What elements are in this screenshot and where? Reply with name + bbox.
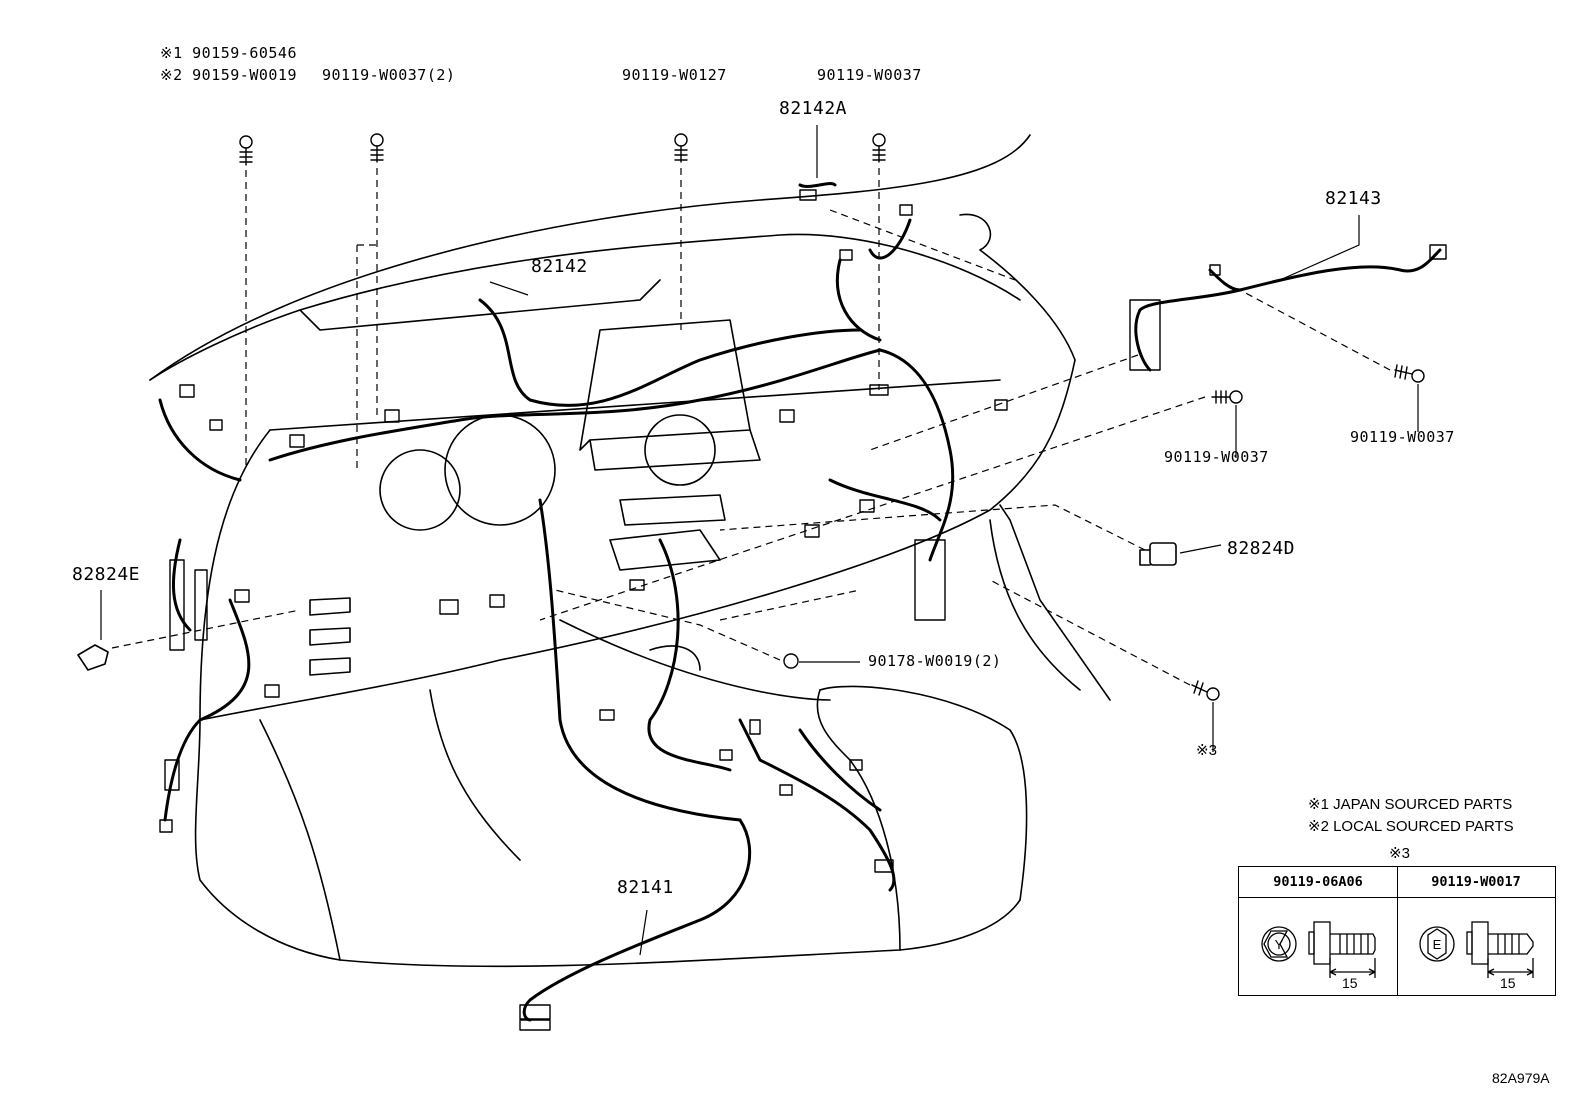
speedometer-outline (444, 414, 556, 526)
label-82142: 82142 (531, 256, 588, 277)
part-82824E-shape (77, 644, 109, 671)
label-82141: 82141 (617, 877, 674, 898)
label-90119-W0037-right1: 90119-W0037 (1164, 448, 1269, 466)
bolt-e-icon: E (1419, 921, 1534, 978)
label-90119-W0037-right2: 90119-W0037 (1350, 428, 1455, 446)
bolt-e-mark: E (1433, 937, 1442, 952)
label-82142A: 82142A (779, 98, 848, 119)
label-82824E: 82824E (72, 564, 141, 585)
bolt-legend-table: 90119-06A06 Y 15 90119-W0017 (1238, 866, 1556, 996)
legend-dim-1: 15 (1342, 975, 1358, 991)
dashboard-outline (149, 134, 1031, 381)
bolt-90119-W0037-top (872, 133, 886, 163)
legend-column-2: 90119-W0017 E 15 (1397, 867, 1555, 995)
label-90119-W0037-top: 90119-W0037 (817, 66, 922, 84)
bolt-y-icon: Y (1261, 921, 1376, 978)
label-82143: 82143 (1325, 188, 1382, 209)
bolt-y-mark: Y (1275, 937, 1284, 952)
clip-90178 (783, 653, 799, 669)
part-82824D-shape (1149, 542, 1177, 566)
bolt-mark-3 (1191, 680, 1220, 701)
legend-part-number-2: 90119-W0017 (1397, 867, 1555, 898)
bolt-90119-W0037-right2 (1394, 364, 1425, 383)
bolt-90119-W0037-2 (370, 133, 384, 163)
bolt-90119-W0037-right1 (1211, 390, 1243, 404)
bolt-90119-W0127 (674, 133, 688, 163)
table-mark-3: ※3 (1389, 845, 1410, 862)
label-mark-3: ※3 (1196, 742, 1217, 759)
label-90119-W0037-2: 90119-W0037(2) (322, 66, 456, 84)
harness-82141 (522, 818, 752, 1022)
legend-column-1: 90119-06A06 Y 15 (1239, 867, 1398, 995)
note1-part-code: ※1 90159-60546 (160, 44, 297, 62)
label-82824D: 82824D (1227, 538, 1296, 559)
note-japan-sourced: ※1 JAPAN SOURCED PARTS (1308, 796, 1513, 813)
harness-82143 (1138, 248, 1442, 312)
bolt-90159 (239, 135, 253, 166)
label-90178-W0019-2: 90178-W0019(2) (868, 652, 1002, 670)
harness-82142-main (478, 298, 862, 407)
legend-dim-2: 15 (1500, 975, 1516, 991)
diagram-reference-code: 82A979A (1492, 1070, 1550, 1086)
legend-part-number-1: 90119-06A06 (1239, 867, 1397, 898)
tachometer-outline (379, 449, 461, 531)
note2-part-code: ※2 90159-W0019 (160, 66, 297, 84)
label-90119-W0127: 90119-W0127 (622, 66, 727, 84)
note-local-sourced: ※2 LOCAL SOURCED PARTS (1308, 818, 1514, 835)
